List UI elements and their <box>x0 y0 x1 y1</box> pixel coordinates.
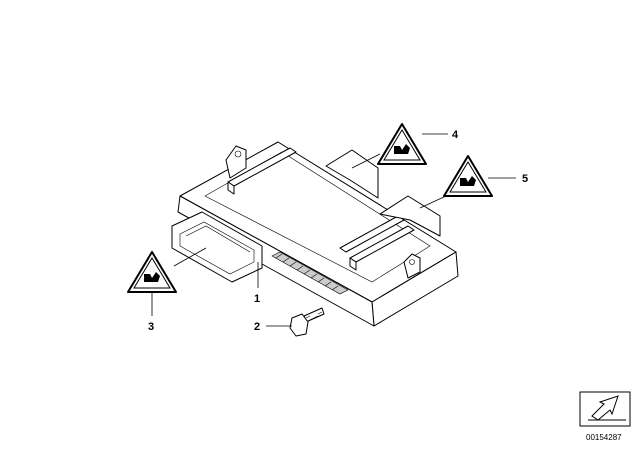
warning-label-top[interactable] <box>377 123 427 165</box>
callout-1: 1 <box>254 293 260 305</box>
document-number: 00154287 <box>586 433 622 442</box>
leader-lines <box>151 133 516 327</box>
warning-label-left[interactable] <box>127 251 177 293</box>
diagram-corner-arrow-icon <box>579 391 631 427</box>
callout-3: 3 <box>148 321 154 333</box>
esd-warning-triangle-icon <box>443 155 493 197</box>
esd-warning-triangle-icon <box>377 123 427 165</box>
warning-label-right[interactable] <box>443 155 493 197</box>
esd-warning-triangle-icon <box>127 251 177 293</box>
callout-2: 2 <box>254 321 260 333</box>
callout-4: 4 <box>452 129 459 141</box>
control-module[interactable] <box>171 141 459 327</box>
callout-5: 5 <box>522 173 528 185</box>
screw[interactable] <box>289 307 325 337</box>
